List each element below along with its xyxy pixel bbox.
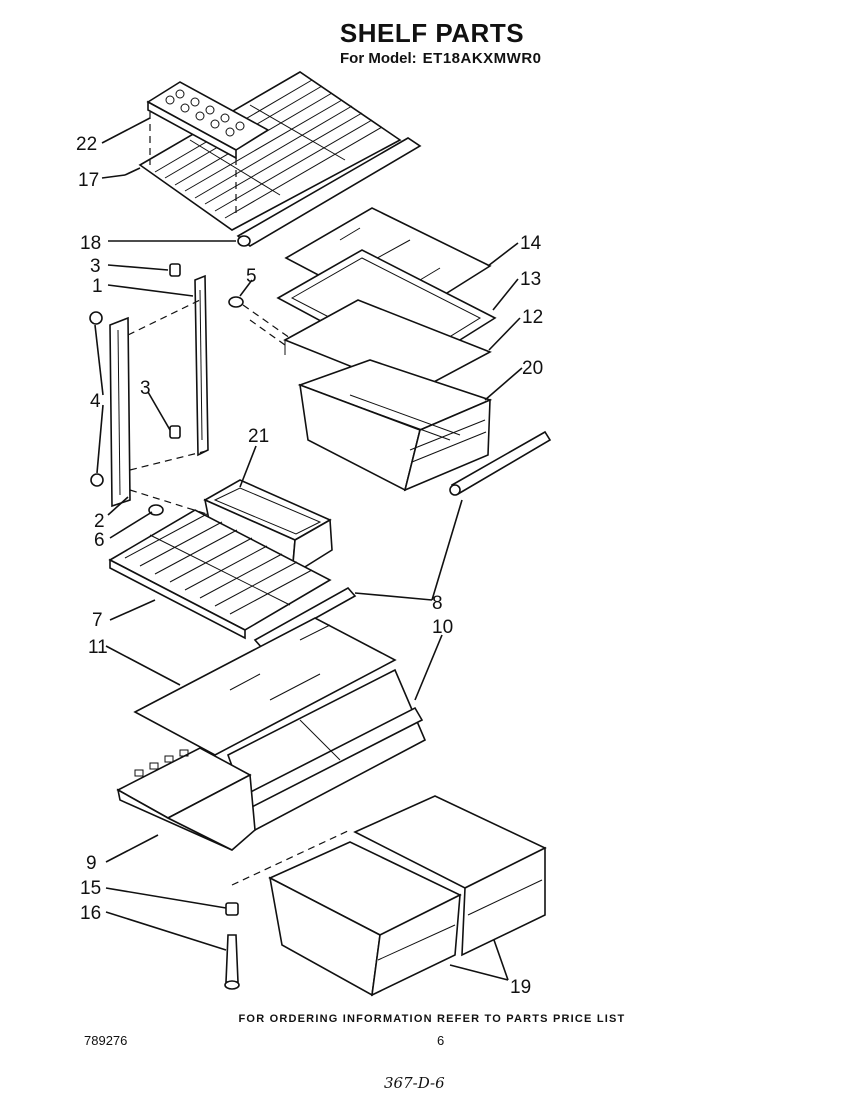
callout-16: 16: [80, 903, 101, 924]
callout-6: 6: [94, 530, 105, 551]
model-line: For Model: ET18AKXMWR0: [340, 50, 542, 67]
crisper-tray-9: [116, 747, 351, 886]
wire-shelf-7: [108, 509, 332, 640]
meat-pan-20: [297, 359, 493, 492]
callout-19: 19: [510, 977, 531, 998]
callout-numbers: 22 17 18 14 3 5 13 1 12 20 4 3 21 2 6 8 …: [76, 134, 543, 998]
callout-3-bottom: 3: [140, 378, 151, 399]
trim-bar-8-right: [449, 430, 552, 496]
callout-18: 18: [80, 233, 101, 254]
callout-10: 10: [432, 617, 453, 638]
page-number: 6: [437, 1033, 445, 1048]
rail-clip-3-top: [169, 263, 181, 277]
callout-9: 9: [86, 853, 97, 874]
egg-tray: [146, 81, 270, 215]
callout-7: 7: [92, 610, 103, 631]
trim-bar-18: [236, 137, 422, 247]
callout-21: 21: [248, 426, 269, 447]
callout-11: 11: [88, 637, 108, 658]
document-number: 789276: [84, 1033, 128, 1048]
page-title: SHELF PARTS: [339, 18, 525, 48]
callout-5: 5: [246, 266, 257, 287]
cap-5: [228, 296, 291, 339]
leader-lines: [94, 117, 523, 981]
cap-6: [129, 489, 211, 516]
callout-13: 13: [520, 269, 541, 290]
callout-1: 1: [92, 276, 103, 297]
callout-14: 14: [520, 233, 542, 254]
trim-bar-8-middle: [253, 586, 357, 650]
callout-15: 15: [80, 878, 101, 899]
shelf-rail-1: [194, 274, 209, 457]
callout-12: 12: [522, 307, 543, 328]
glass-shelf-11: [133, 617, 397, 756]
crisper-drawer-right: [353, 795, 547, 957]
callout-22: 22: [76, 134, 97, 155]
wire-shelf-top: [124, 71, 402, 231]
callout-20: 20: [522, 358, 543, 379]
leveler-16: [224, 934, 240, 990]
crisper-drawer-left: [268, 841, 462, 997]
ordering-note: FOR ORDERING INFORMATION REFER TO PARTS …: [238, 1013, 626, 1025]
shelf-rail-4: [89, 299, 211, 508]
callout-8: 8: [432, 593, 443, 614]
rail-clip-3-bottom: [169, 425, 181, 439]
model-prefix: For Model:: [340, 50, 417, 67]
handwritten-reference: 367-D-6: [384, 1074, 445, 1092]
model-number: ET18AKXMWR0: [422, 50, 542, 67]
callout-17: 17: [78, 170, 99, 191]
callout-4: 4: [90, 391, 101, 412]
leveler-15: [225, 902, 239, 916]
callout-3-top: 3: [90, 256, 101, 277]
callout-2: 2: [94, 511, 105, 532]
